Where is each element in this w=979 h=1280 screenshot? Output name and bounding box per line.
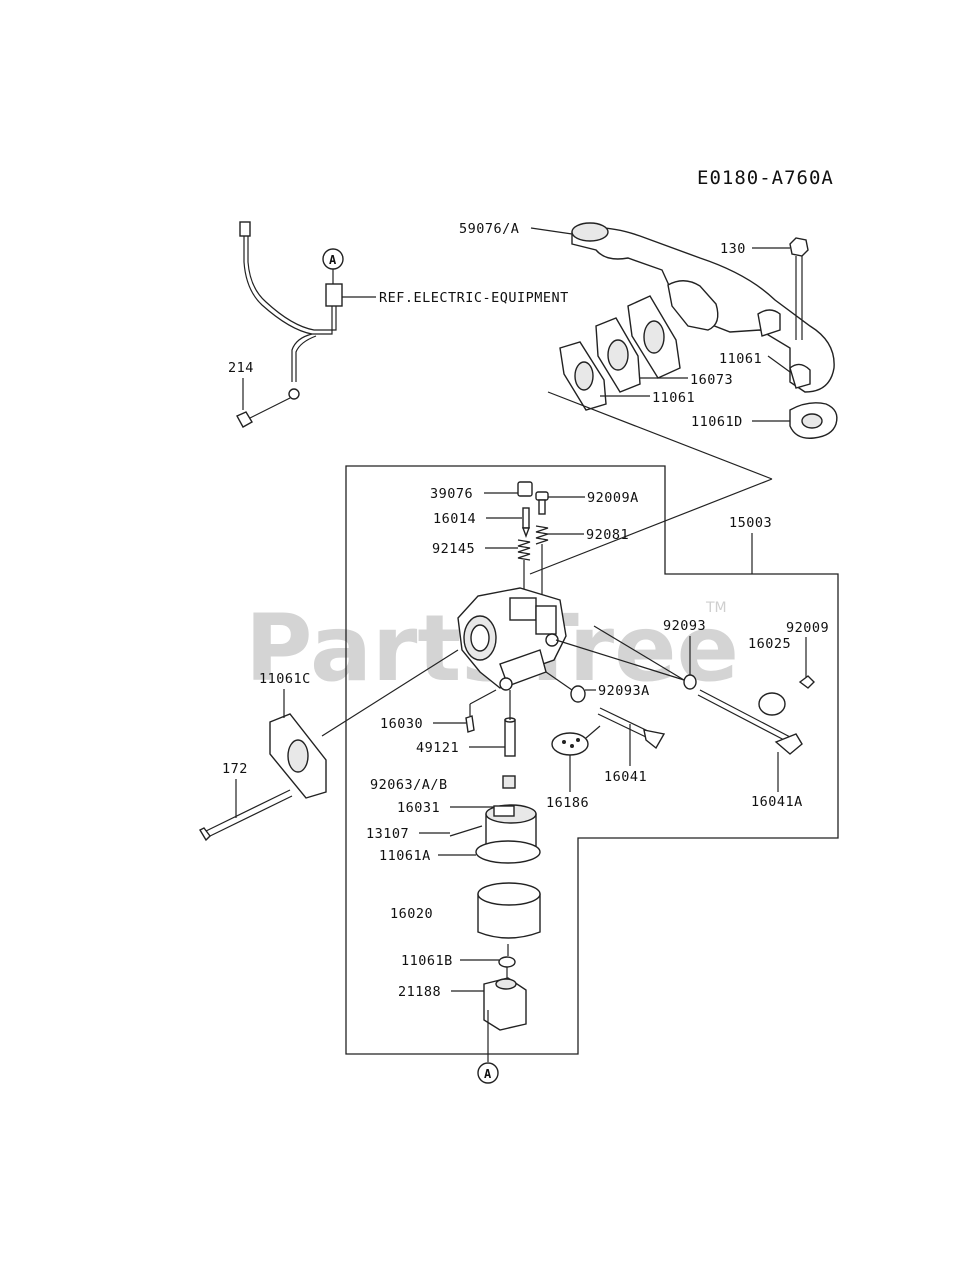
label-130[interactable]: 130 (720, 241, 746, 257)
part-13107-pin[interactable] (449, 825, 483, 837)
label-16014[interactable]: 16014 (433, 511, 476, 527)
ref-electric-equipment-note: REF.ELECTRIC-EQUIPMENT (379, 290, 569, 306)
ref-marker-top[interactable]: A (322, 248, 344, 284)
part-172-stud[interactable] (199, 789, 293, 842)
intake-manifold-part[interactable] (571, 222, 835, 393)
part-92093A-ring[interactable] (570, 685, 586, 703)
carburetor-assembly-outline (345, 465, 839, 1055)
part-92081-spring[interactable] (535, 525, 549, 545)
label-16073[interactable]: 16073 (690, 372, 733, 388)
label-11061C[interactable]: 11061C (259, 671, 311, 687)
part-39076-cap[interactable] (517, 481, 533, 497)
label-21188[interactable]: 21188 (398, 984, 441, 1000)
label-16186[interactable]: 16186 (546, 795, 589, 811)
label-16041A[interactable]: 16041A (751, 794, 803, 810)
watermark-trademark: TM (705, 600, 727, 616)
part-11061-gasket-lower[interactable] (559, 341, 607, 411)
diagram-code: E0180-A760A (697, 167, 834, 189)
label-16020[interactable]: 16020 (390, 906, 433, 922)
label-92063[interactable]: 92063/A/B (370, 777, 448, 793)
part-16020-float-bowl[interactable] (477, 882, 541, 939)
label-214[interactable]: 214 (228, 360, 254, 376)
part-21188-bolt[interactable] (483, 977, 527, 1031)
part-92009-screw[interactable] (798, 675, 815, 689)
part-11061C-gasket[interactable] (269, 713, 327, 799)
label-92145[interactable]: 92145 (432, 541, 475, 557)
label-16031[interactable]: 16031 (397, 800, 440, 816)
part-130-bolt[interactable] (789, 237, 809, 340)
part-11061B-washer[interactable] (498, 956, 516, 968)
label-92093A[interactable]: 92093A (598, 683, 650, 699)
label-39076[interactable]: 39076 (430, 486, 473, 502)
label-92009[interactable]: 92009 (786, 620, 829, 636)
carburetor-body[interactable] (457, 587, 567, 691)
label-49121[interactable]: 49121 (416, 740, 459, 756)
part-92063-jet[interactable] (502, 775, 516, 789)
wire-harness-part[interactable] (239, 221, 343, 400)
part-49121-pipe[interactable] (504, 717, 516, 757)
label-92009A[interactable]: 92009A (587, 490, 639, 506)
part-92009A-screw[interactable] (535, 491, 549, 515)
ref-marker-bottom[interactable]: A (477, 1062, 499, 1084)
part-11061-gasket-upper[interactable] (627, 295, 681, 379)
label-16030[interactable]: 16030 (380, 716, 423, 732)
part-214-screw[interactable] (236, 397, 291, 428)
label-15003[interactable]: 15003 (729, 515, 772, 531)
part-92093-ring[interactable] (683, 674, 697, 690)
part-11061D-gasket[interactable] (789, 402, 838, 439)
part-16030-clip[interactable] (465, 715, 475, 733)
label-92081[interactable]: 92081 (586, 527, 629, 543)
ref-marker-top-letter: A (329, 253, 337, 267)
label-11061B[interactable]: 11061B (401, 953, 453, 969)
label-13107[interactable]: 13107 (366, 826, 409, 842)
label-92093[interactable]: 92093 (663, 618, 706, 634)
label-11061-gasket[interactable]: 11061 (652, 390, 695, 406)
label-59076[interactable]: 59076/A (459, 221, 519, 237)
label-11061-manifold[interactable]: 11061 (719, 351, 762, 367)
part-16186-plate[interactable] (551, 732, 589, 756)
label-11061D[interactable]: 11061D (691, 414, 743, 430)
part-16041-shaft[interactable] (597, 707, 666, 750)
part-16073-insulator[interactable] (595, 317, 641, 393)
label-16041[interactable]: 16041 (604, 769, 647, 785)
part-11061A-gasket[interactable] (475, 840, 541, 864)
part-16041A-shaft[interactable] (697, 689, 803, 755)
label-16025[interactable]: 16025 (748, 636, 791, 652)
ref-marker-bottom-letter: A (484, 1067, 492, 1081)
part-16014-needle[interactable] (521, 507, 531, 538)
label-172[interactable]: 172 (222, 761, 248, 777)
part-16025-plate[interactable] (758, 692, 786, 716)
part-92145-spring[interactable] (517, 539, 531, 561)
label-11061A[interactable]: 11061A (379, 848, 431, 864)
